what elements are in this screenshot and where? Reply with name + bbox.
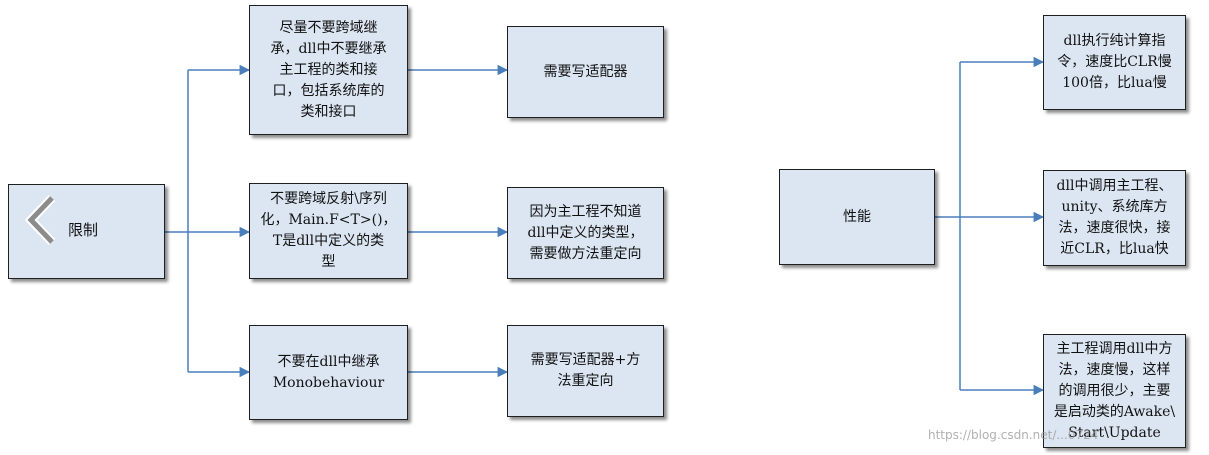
rule-1-line: 尽量不要跨域继 <box>279 19 378 36</box>
perf-2-line: unity、系统库方 <box>1061 199 1168 215</box>
rule-node-reflection: 不要跨域反射\序列 化，Main.F<T>()， T是dll中定义的类 型 <box>249 183 408 279</box>
perf-1-line: 令，速度比CLR慢 <box>1057 54 1172 70</box>
rule-3-line: 不要在dll中继承 <box>277 353 380 370</box>
perf-node-pure-compute: dll执行纯计算指 令，速度比CLR慢 100倍，比lua慢 <box>1043 15 1186 110</box>
watermark-text: https://blog.csdn.net/...0724 <box>928 428 1099 442</box>
result-2-line: dll中定义的类型， <box>527 224 644 241</box>
result-node-adapter-redirect: 需要写适配器+方 法重定向 <box>507 325 664 417</box>
perf-node-host-calls-dll: 主工程调用dll中方 法，速度慢，这样 的调用很少，主要 是启动类的Awake\… <box>1043 334 1186 448</box>
result-2-line: 因为主工程不知道 <box>529 203 642 220</box>
rule-1-line: 主工程的类和接 <box>279 61 378 78</box>
result-node-adapter: 需要写适配器 <box>507 26 664 118</box>
perf-2-line: 近CLR，比lua快 <box>1060 241 1169 257</box>
chevron-left-icon <box>25 195 56 245</box>
perf-1-line: 100倍，比lua慢 <box>1062 75 1167 91</box>
rule-1-line: 类和接口 <box>300 103 357 120</box>
performance-root-node: 性能 <box>779 169 935 265</box>
rule-2-line: 型 <box>321 254 336 270</box>
result-1-line: 需要写适配器 <box>543 63 628 80</box>
perf-2-line: dll中调用主工程、 <box>1056 178 1173 194</box>
perf-3-line: 法，速度慢，这样 <box>1058 361 1171 378</box>
perf-3-line: 主工程调用dll中方 <box>1056 340 1173 357</box>
rule-2-line: 不要跨域反射\序列 <box>270 191 387 207</box>
rule-3-line: Monobehaviour <box>272 374 385 391</box>
perf-3-line: 是启动类的Awake\ <box>1053 403 1176 420</box>
perf-3-line: 的调用很少，主要 <box>1058 382 1171 399</box>
perf-node-call-host: dll中调用主工程、 unity、系统库方 法，速度很快，接 近CLR，比lua… <box>1043 170 1186 266</box>
result-2-line: 需要做方法重定向 <box>529 245 642 262</box>
perf-3-line: Start\Update <box>1068 424 1161 441</box>
rule-2-line: 化，Main.F<T>()， <box>260 212 397 228</box>
rule-node-inheritance: 尽量不要跨域继 承，dll中不要继承 主工程的类和接 口，包括系统库的 类和接口 <box>249 5 408 135</box>
result-3-line: 法重定向 <box>557 373 614 389</box>
rule-1-line: 口，包括系统库的 <box>272 82 385 99</box>
result-node-redirect: 因为主工程不知道 dll中定义的类型， 需要做方法重定向 <box>507 187 664 279</box>
rule-1-line: 承，dll中不要继承 <box>270 40 387 57</box>
rule-node-monobehaviour: 不要在dll中继承 Monobehaviour <box>249 325 408 420</box>
rule-2-line: T是dll中定义的类 <box>272 233 385 249</box>
result-3-line: 需要写适配器+方 <box>530 352 641 368</box>
perf-2-line: 法，速度很快，接 <box>1058 220 1171 236</box>
performance-root-label: 性能 <box>843 208 871 225</box>
perf-1-line: dll执行纯计算指 <box>1063 33 1166 49</box>
limits-root-node <box>8 184 165 279</box>
limits-root-label: 限制 <box>68 221 99 239</box>
